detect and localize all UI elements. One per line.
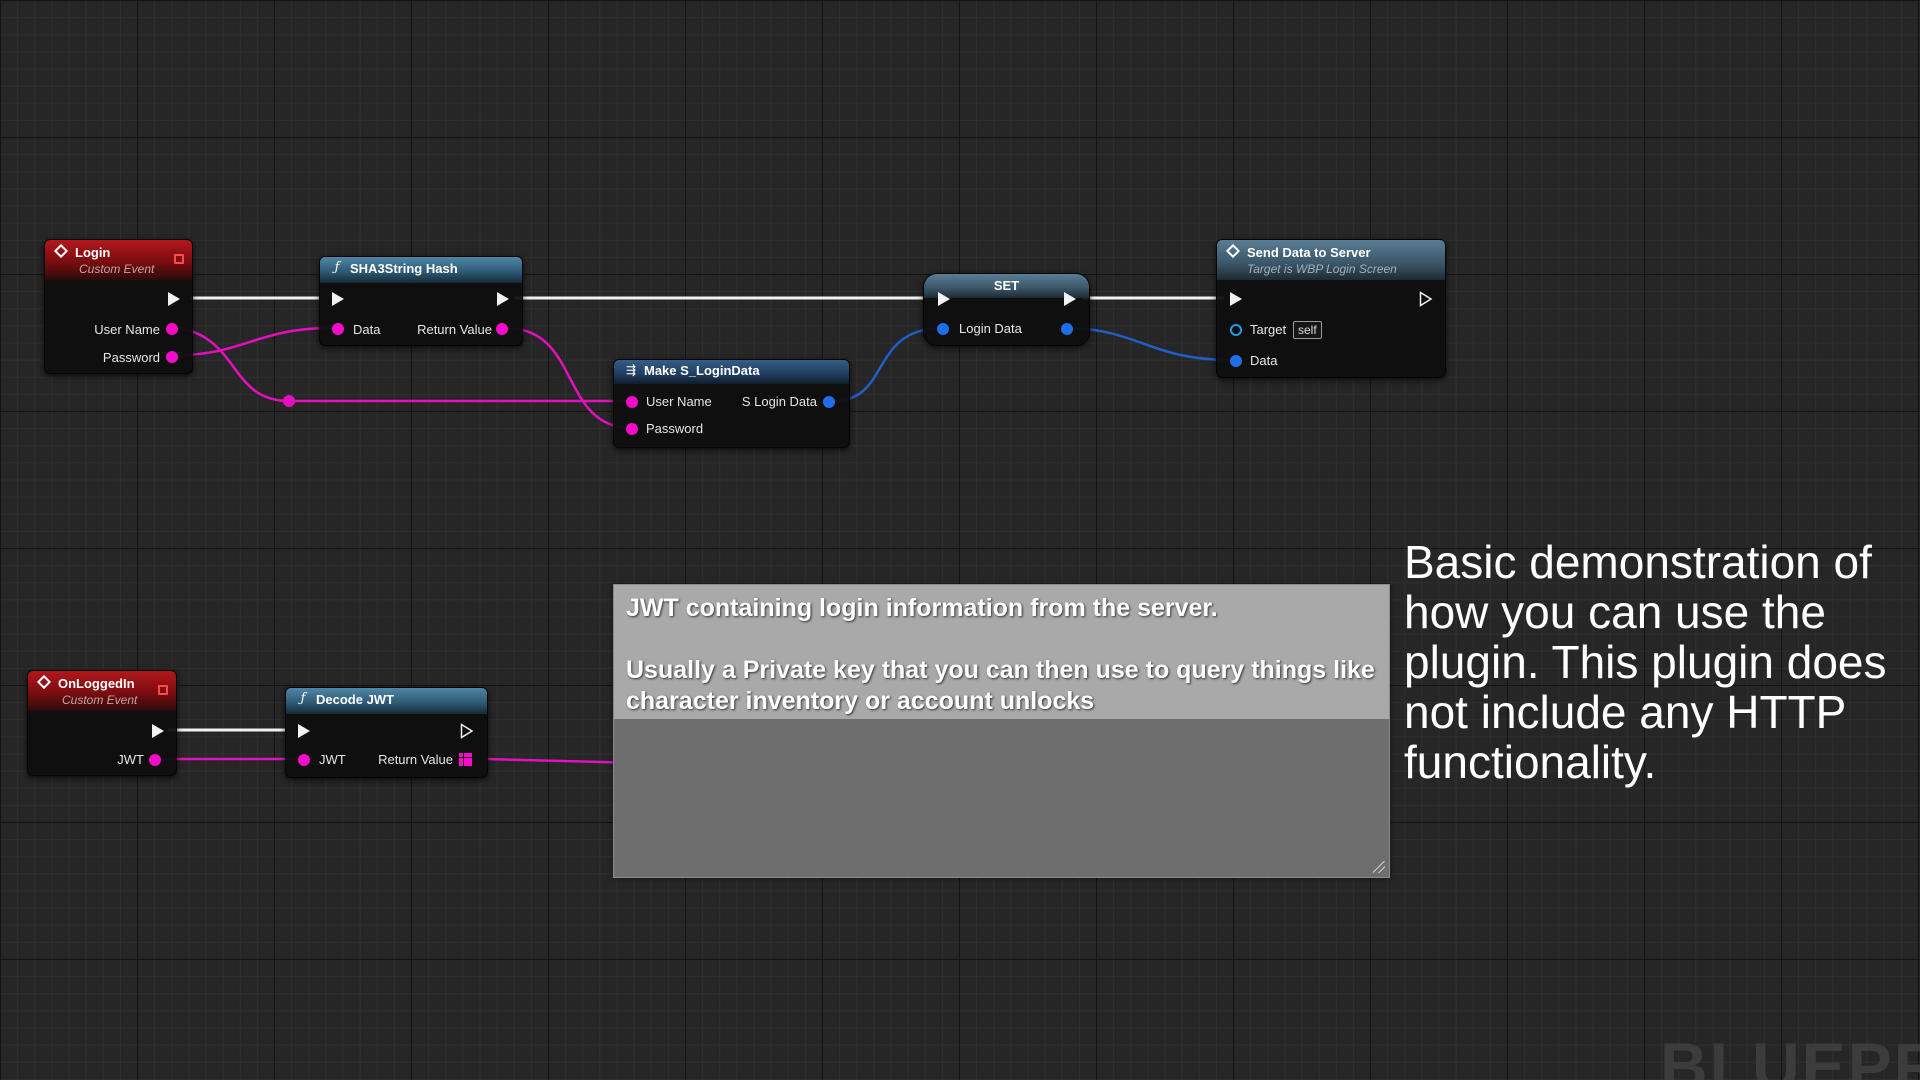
wire-hash-to-make-password	[507, 326, 630, 430]
set-exec-out-pin[interactable]	[1064, 292, 1076, 306]
sha3-exec-in-pin[interactable]	[332, 292, 344, 306]
decode-jwt-label: JWT	[319, 752, 346, 767]
wire-set-to-send-data	[1069, 326, 1233, 362]
description-text: Basic demonstration of how you can use t…	[1404, 536, 1887, 788]
send-target-default[interactable]: self	[1293, 321, 1322, 339]
comment-spacer	[626, 624, 1377, 655]
delegate-pin-icon[interactable]	[158, 685, 168, 695]
onloggedin-exec-out-pin[interactable]	[152, 724, 164, 738]
onloggedin-node-title: OnLoggedIn	[58, 676, 135, 691]
wire-password-to-sha3-data	[179, 326, 331, 357]
comment-line-1: JWT containing login information from th…	[626, 594, 1218, 622]
send-exec-out-pin[interactable]	[1419, 291, 1433, 307]
decode-exec-out-pin[interactable]	[460, 723, 474, 739]
sha3-data-label: Data	[353, 322, 381, 337]
send-data-pin[interactable]	[1230, 355, 1242, 367]
decode-return-label: Return Value	[378, 752, 453, 767]
set-node-header: SET	[924, 274, 1089, 298]
decode-jwt-pin[interactable]	[298, 754, 310, 766]
delegate-pin-icon[interactable]	[174, 254, 184, 264]
make-password-label: Password	[646, 421, 704, 436]
onloggedin-jwt-pin[interactable]	[149, 754, 161, 766]
login-exec-out-pin[interactable]	[168, 292, 180, 306]
make-username-label: User Name	[646, 394, 712, 409]
login-node-title: Login	[75, 245, 111, 260]
make-output-pin[interactable]	[823, 396, 835, 408]
login-event-node[interactable]: Login Custom Event User Name Password	[44, 239, 193, 374]
set-variable-node[interactable]: SET Login Data	[923, 273, 1090, 346]
send-exec-in-pin[interactable]	[1230, 292, 1242, 306]
sha3-return-label: Return Value	[417, 322, 492, 337]
send-node-header: Send Data to Server Target is WBP Login …	[1217, 240, 1445, 280]
wire-reroute-node	[283, 395, 295, 407]
send-data-node[interactable]: Send Data to Server Target is WBP Login …	[1216, 239, 1446, 378]
make-username-pin[interactable]	[626, 396, 638, 408]
login-node-subtitle: Custom Event	[79, 262, 155, 276]
set-node-title: SET	[993, 278, 1020, 293]
decode-return-array-pin[interactable]	[459, 753, 472, 766]
wire-make-to-set	[834, 326, 941, 403]
set-logindata-label: Login Data	[959, 321, 1022, 336]
login-password-pin[interactable]	[166, 351, 178, 363]
onloggedin-jwt-label: JWT	[117, 752, 144, 767]
event-diamond-icon	[53, 243, 69, 259]
comment-header[interactable]: JWT containing login information from th…	[614, 585, 1389, 719]
login-username-pin[interactable]	[166, 323, 178, 335]
onloggedin-node-header: OnLoggedIn Custom Event	[28, 671, 176, 711]
send-node-subtitle: Target is WBP Login Screen	[1247, 262, 1397, 276]
login-username-label: User Name	[94, 322, 160, 337]
make-node-header: ⇶ Make S_LoginData	[614, 360, 849, 384]
sha3-node-title: SHA3String Hash	[350, 261, 458, 276]
sha3-exec-out-pin[interactable]	[497, 292, 509, 306]
login-password-label: Password	[102, 350, 160, 365]
onloggedin-event-node[interactable]: OnLoggedIn Custom Event JWT	[27, 670, 177, 776]
send-node-title: Send Data to Server	[1247, 245, 1371, 260]
set-logindata-in-pin[interactable]	[937, 323, 949, 335]
comment-resize-grip[interactable]	[1373, 861, 1385, 873]
event-diamond-icon	[1225, 243, 1241, 259]
make-password-pin[interactable]	[626, 423, 638, 435]
sha3-hash-node[interactable]: ƒ SHA3String Hash Data Return Value	[319, 256, 523, 346]
comment-box[interactable]: JWT containing login information from th…	[613, 584, 1390, 878]
event-diamond-icon	[36, 674, 52, 690]
sha3-return-pin[interactable]	[496, 323, 508, 335]
decode-node-header: ƒ Decode JWT	[286, 688, 487, 714]
function-icon: ƒ	[334, 260, 340, 275]
set-logindata-out-pin[interactable]	[1061, 323, 1073, 335]
send-data-label: Data	[1250, 353, 1278, 368]
sha3-node-header: ƒ SHA3String Hash	[320, 257, 522, 283]
decode-node-title: Decode JWT	[316, 692, 395, 707]
decode-jwt-node[interactable]: ƒ Decode JWT JWT Return Value	[285, 687, 488, 778]
wire-username-to-make	[179, 326, 629, 403]
login-node-header: Login Custom Event	[45, 240, 192, 280]
make-struct-icon: ⇶	[625, 363, 637, 377]
send-target-pin[interactable]	[1230, 324, 1242, 336]
set-exec-in-pin[interactable]	[938, 292, 950, 306]
make-node-title: Make S_LoginData	[644, 363, 760, 378]
comment-line-2: Usually a Private key that you can then …	[626, 656, 1375, 715]
sha3-data-pin[interactable]	[332, 323, 344, 335]
blueprint-watermark: BLUEPRIN	[1660, 1029, 1920, 1080]
function-icon: ƒ	[300, 691, 306, 706]
send-target-label: Target	[1250, 322, 1287, 337]
make-logindata-node[interactable]: ⇶ Make S_LoginData User Name S Login Dat…	[613, 359, 850, 448]
onloggedin-node-subtitle: Custom Event	[62, 693, 138, 707]
make-output-label: S Login Data	[741, 394, 817, 409]
decode-exec-in-pin[interactable]	[298, 724, 310, 738]
